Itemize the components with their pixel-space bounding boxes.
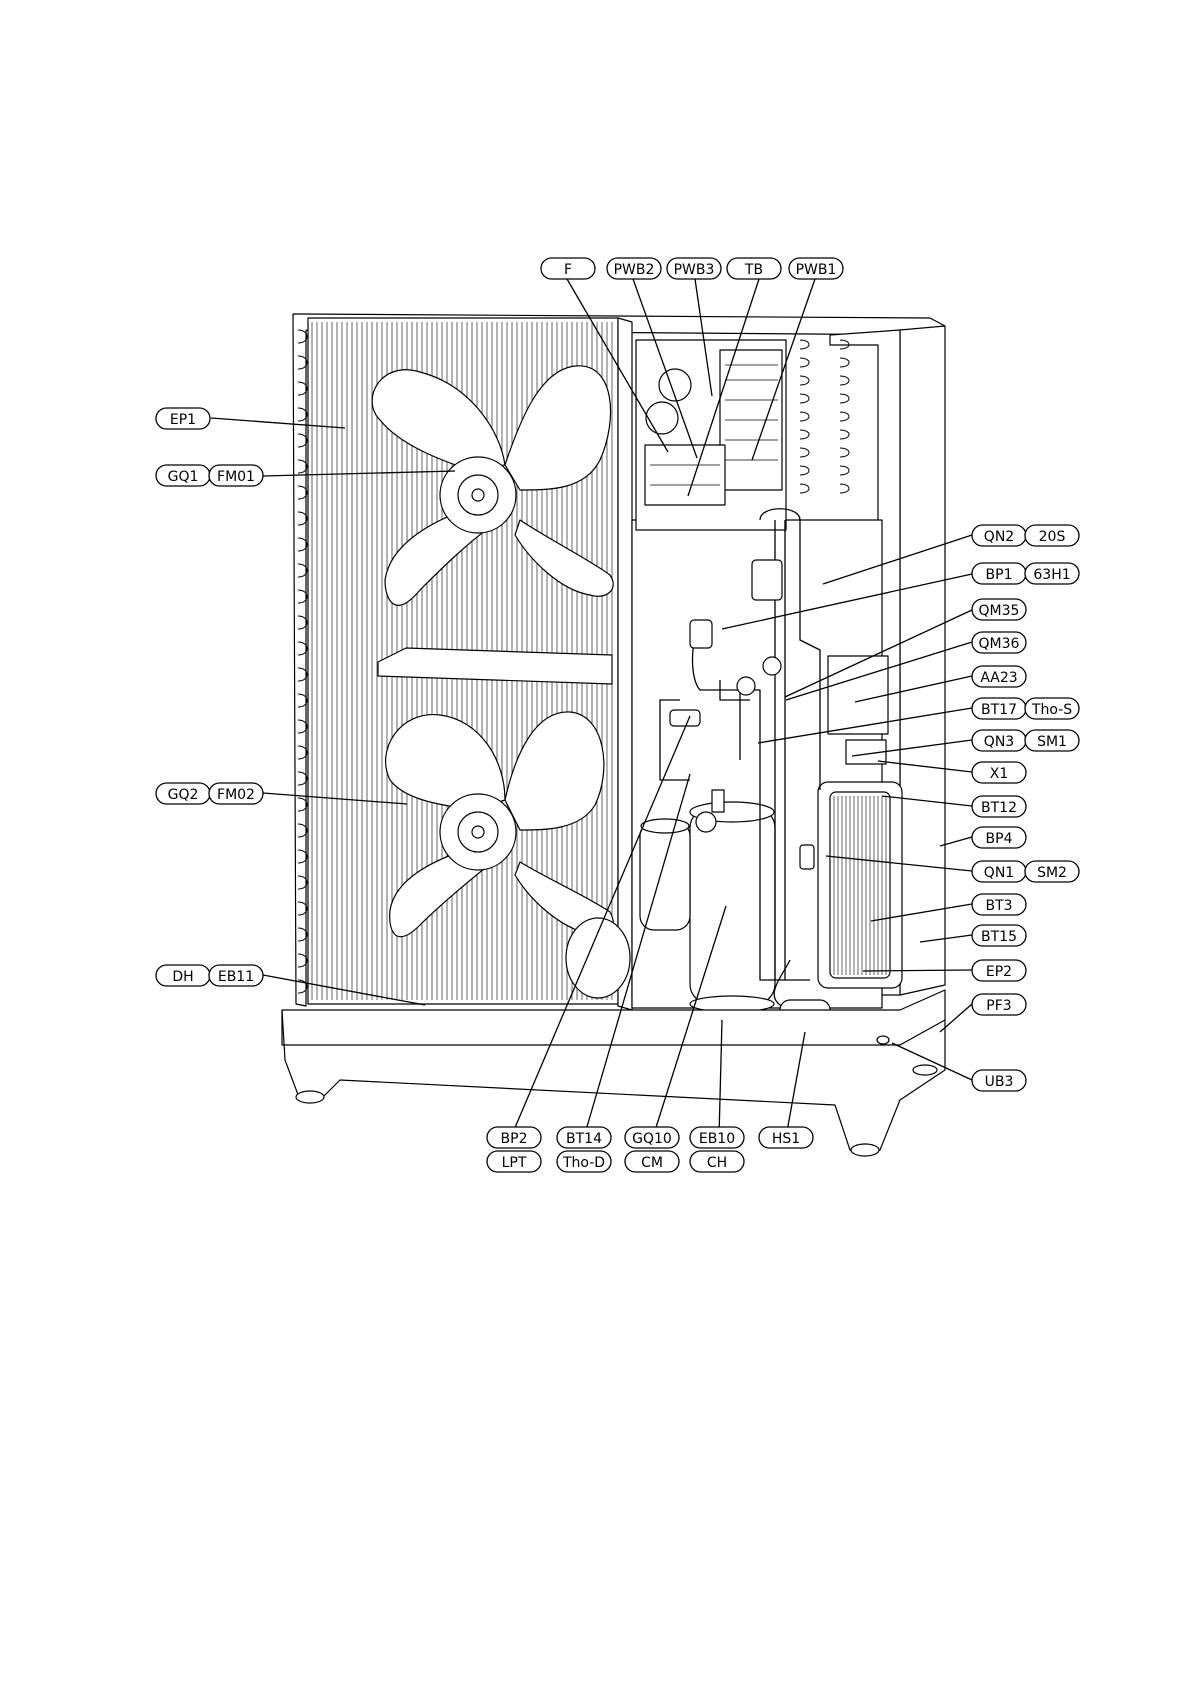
callout-20S-text: 20S (1039, 529, 1066, 545)
callout-FM02-text: FM02 (217, 787, 255, 803)
callout-PF3-text: PF3 (986, 998, 1011, 1014)
callout-BT17-text: BT17 (981, 702, 1017, 718)
right-coil-bends (800, 340, 849, 493)
callout-SM1-text: SM1 (1037, 734, 1067, 750)
callout-EP1-text: EP1 (170, 412, 196, 428)
callout-QN2-text: QN2 (984, 529, 1014, 545)
callout-EB11-text: EB11 (218, 969, 254, 985)
partition-wall (618, 318, 632, 1010)
callout-AA23-text: AA23 (980, 670, 1017, 686)
callout-QM35-text: QM35 (979, 603, 1020, 619)
callout-Tho-S-text: Tho-S (1031, 702, 1072, 718)
callout-HS1-text: HS1 (772, 1131, 800, 1147)
callout-SM2-text: SM2 (1037, 865, 1067, 881)
foot-back (913, 1065, 937, 1075)
callout-FM01-text: FM01 (217, 469, 255, 485)
callout-GQ10-text: GQ10 (632, 1131, 672, 1147)
callout-BP4-text: BP4 (986, 831, 1013, 847)
unit-drawing (282, 314, 945, 1156)
callout-DH-text: DH (172, 969, 193, 985)
callout-X1-text: X1 (990, 766, 1009, 782)
accumulator (640, 819, 690, 930)
callout-F-text: F (564, 262, 572, 278)
foot-right (851, 1144, 879, 1156)
callout-CH-text: CH (707, 1155, 727, 1171)
callout-UB3-text: UB3 (985, 1074, 1014, 1090)
circuit-board-small (645, 445, 725, 505)
drain-outlet (877, 1036, 889, 1044)
aa23-board (828, 656, 888, 734)
callout-PWB2-text: PWB2 (614, 262, 655, 278)
callout-63H1-text: 63H1 (1033, 567, 1070, 583)
base-frame (282, 990, 945, 1150)
callout-PWB3-text: PWB3 (674, 262, 715, 278)
foot-left (296, 1091, 324, 1103)
callout-LPT-text: LPT (502, 1155, 527, 1171)
callout-GQ1-text: GQ1 (168, 469, 199, 485)
condenser-heat-exchanger (818, 782, 902, 988)
callout-BT3-text: BT3 (985, 898, 1012, 914)
callout-GQ2-text: GQ2 (168, 787, 199, 803)
callout-PWB1-text: PWB1 (796, 262, 837, 278)
callout-BT15-text: BT15 (981, 929, 1017, 945)
callout-TB-text: TB (744, 262, 763, 278)
callout-QN1-text: QN1 (984, 865, 1014, 881)
right-side-panel (900, 326, 945, 995)
callout-CM-text: CM (641, 1155, 663, 1171)
callout-BP1-text: BP1 (986, 567, 1013, 583)
callout-BT12-text: BT12 (981, 800, 1017, 816)
callout-QM36-text: QM36 (979, 636, 1020, 652)
callout-EP2-text: EP2 (986, 964, 1012, 980)
callout-QN3-text: QN3 (984, 734, 1014, 750)
callout-BP2-text: BP2 (501, 1131, 528, 1147)
callout-BT14-text: BT14 (566, 1131, 602, 1147)
callout-Tho-D-text: Tho-D (562, 1155, 605, 1171)
callout-EB10-text: EB10 (699, 1131, 735, 1147)
